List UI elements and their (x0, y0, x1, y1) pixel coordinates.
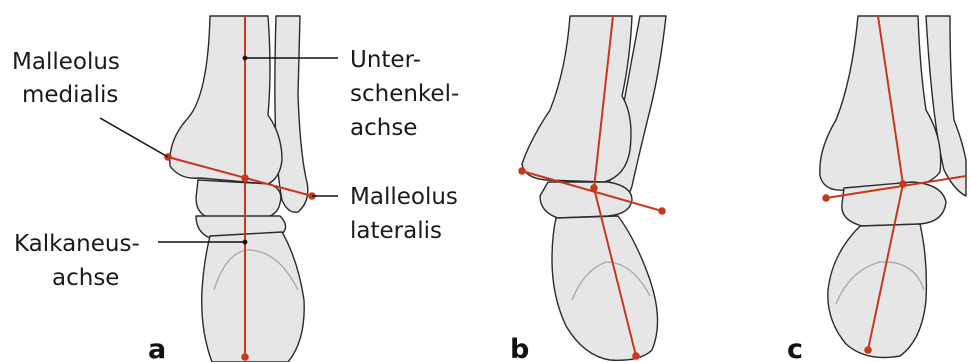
calcaneus-a (202, 232, 304, 362)
panel-label-c: c (787, 334, 803, 362)
dot-intersection-c (899, 180, 907, 188)
panel-b: b (510, 16, 666, 362)
tibia-a (170, 16, 282, 184)
label-unterschenkelachse: Unter- schenkel- achse (350, 47, 467, 141)
label-kalkaneusachse-line1: Kalkaneus- (14, 231, 140, 257)
label-malleolus-medialis-line1: Malleolus (12, 49, 120, 75)
label-unterschenkelachse-line1: Unter- (350, 47, 421, 73)
endpoint-unterschenkelachse (243, 56, 248, 61)
fibula-a (275, 16, 308, 212)
tibia-c (820, 16, 941, 190)
dot-intersection-a (241, 174, 249, 182)
label-malleolus-medialis-line2: medialis (22, 82, 118, 108)
label-malleolus-lateralis-line2: lateralis (350, 218, 442, 244)
dot-heel-a (241, 353, 249, 361)
dot-intersection-b (590, 184, 598, 192)
dot-lateral-malleolus-b (658, 207, 666, 215)
label-kalkaneusachse: Kalkaneus- achse (14, 231, 147, 291)
calcaneus-b (552, 216, 658, 360)
endpoint-kalkaneusachse (243, 240, 248, 245)
talus-c (842, 182, 946, 226)
panel-label-a: a (148, 334, 166, 362)
panel-a: Malleolus medialis Unter- schenkel- achs… (12, 16, 467, 362)
leader-malleolus-medialis (100, 118, 168, 157)
label-malleolus-lateralis-line1: Malleolus (350, 184, 458, 210)
dot-medial-malleolus-c (822, 194, 830, 202)
label-unterschenkelachse-line3: achse (350, 115, 417, 141)
label-unterschenkelachse-line2: schenkel- (350, 81, 459, 107)
label-kalkaneusachse-line2: achse (52, 265, 119, 291)
dot-medial-malleolus-b (518, 167, 526, 175)
label-malleolus-medialis: Malleolus medialis (12, 49, 127, 108)
talus-b (540, 182, 632, 218)
dot-heel-b (632, 352, 640, 360)
label-malleolus-lateralis: Malleolus lateralis (350, 184, 465, 244)
talus-a (196, 180, 281, 218)
panel-c: c (787, 16, 966, 362)
tibia-b (522, 16, 632, 182)
panel-label-b: b (510, 334, 529, 362)
dot-heel-c (864, 346, 872, 354)
